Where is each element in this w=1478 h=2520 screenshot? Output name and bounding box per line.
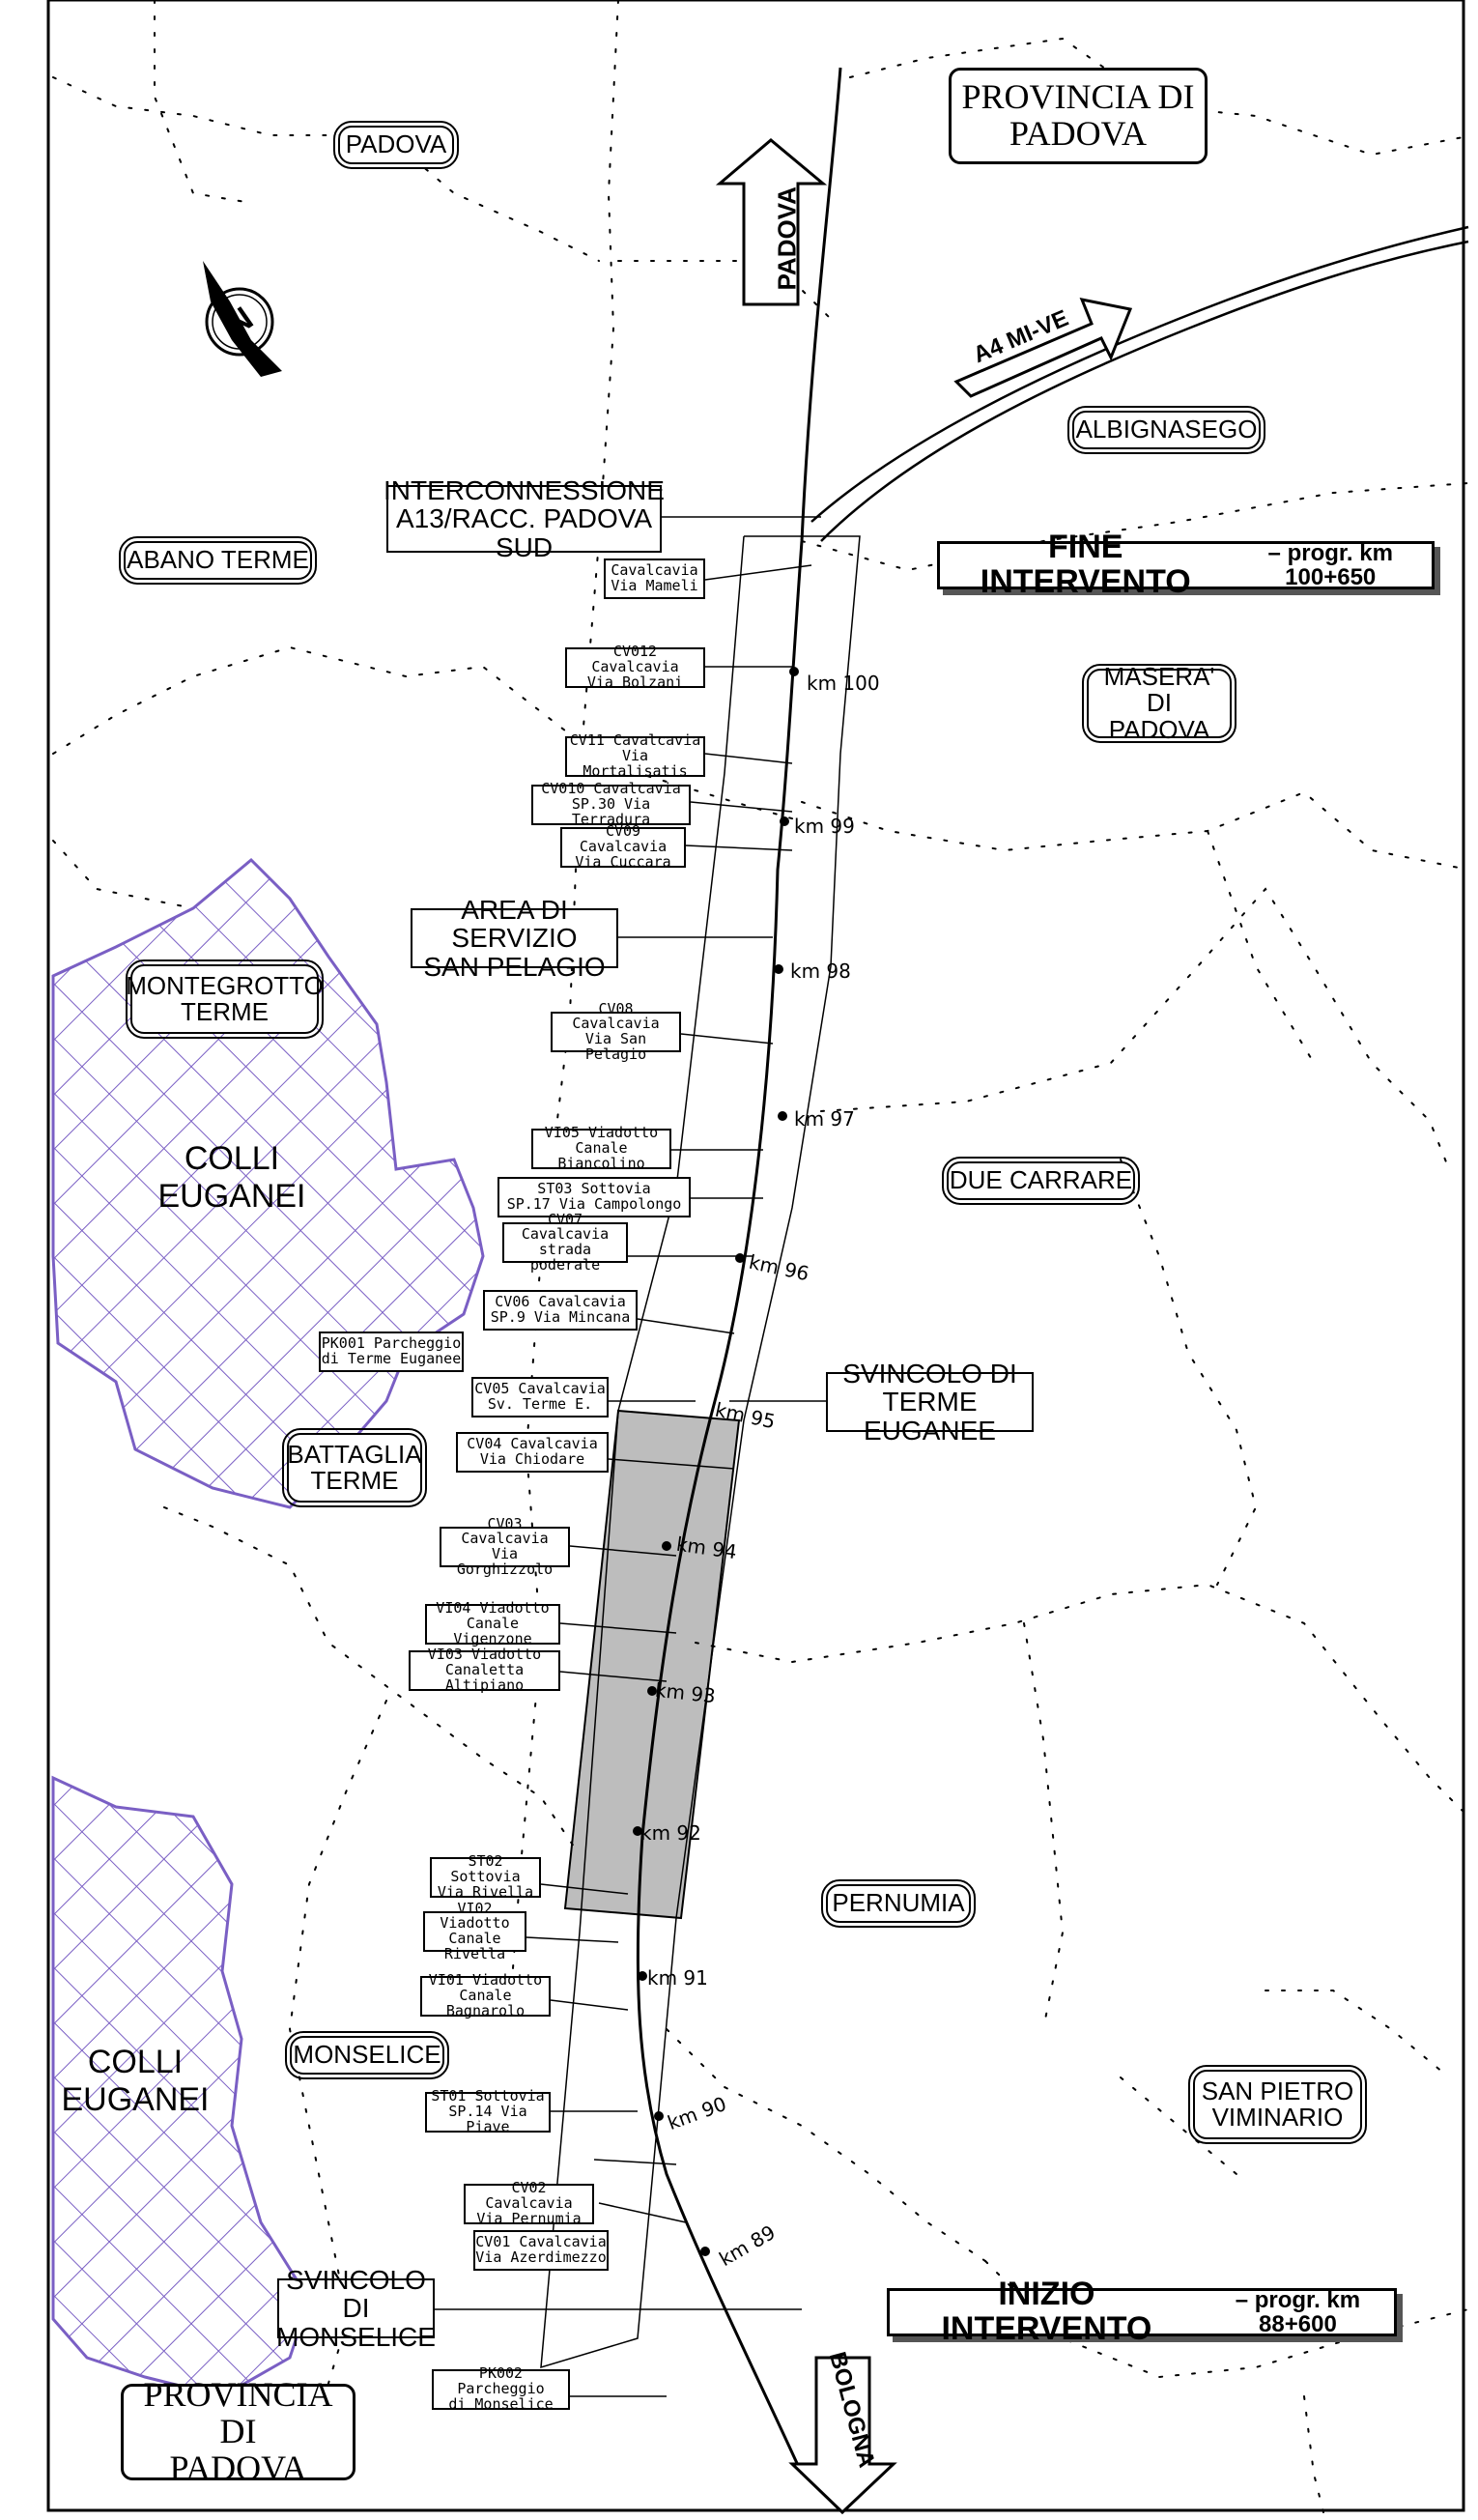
structure-label: VI03 Viadotto Canaletta Altipiano [409,1647,560,1693]
structure-label: ST03 Sottovia SP.17 Via Campolongo [497,1177,691,1217]
km-label: km 100 [807,672,880,695]
km-label: km 97 [794,1107,855,1131]
place-san-pietro-viminario: SAN PIETRO VIMINARIO [1188,2065,1367,2144]
map-frame [46,0,1465,2512]
structure-label: PK001 Parcheggio di Terme Euganee [319,1332,464,1372]
structure-label: CV03 Cavalcavia Via Gorghizzolo [440,1516,570,1577]
fine-intervento-box: FINE INTERVENTO – progr. km 100+650 [937,530,1435,599]
label-interconnessione: INTERCONNESSIONE A13/RACC. PADOVA SUD [384,474,665,562]
colli-euganei-area-bottom [51,1775,311,2398]
place-monselice: MONSELICE [285,2031,449,2079]
fine-intervento-title: FINE INTERVENTO [980,529,1191,600]
inizio-intervento-title: INIZIO INTERVENTO [941,2276,1152,2347]
place-abano-terme: ABANO TERME [119,536,317,585]
place-pernumia: PERNUMIA [821,1879,976,1928]
place-albignasego: ALBIGNASEGO [1067,406,1265,454]
label-area-servizio: AREA DI SERVIZIO SAN PELAGIO [411,896,618,981]
fine-intervento-progr: – progr. km 100+650 [1267,539,1393,590]
structure-label: CV09 Cavalcavia Via Cuccara [560,824,686,870]
area-colli-euganei-bottom: COLLI EUGANEI [61,2044,210,2119]
a4-arrow [953,297,1133,398]
km-points [633,667,799,2256]
bologna-arrow [788,2356,897,2515]
direction-label-padova: PADOVA [772,186,802,291]
structure-label: VI05 Viadotto Canale Biancolino [531,1126,671,1171]
km-label: km 92 [640,1821,701,1845]
inizio-intervento-box: INIZIO INTERVENTO – progr. km 88+600 [887,2277,1397,2346]
structure-label: CV01 Cavalcavia Via Azerdimezzo [473,2230,609,2271]
leader-lines [435,516,826,2397]
km-label: km 99 [794,815,855,838]
corridor-outline [540,535,861,2369]
structure-label: VI01 Viadotto Canale Bagnarolo [420,1973,551,2019]
structure-label: ST01 Sottovia SP.14 Via Piave [425,2089,551,2134]
label-svincolo-monselice: SVINCOLO DI MONSELICE [276,2264,436,2352]
motorway-a4-edge [810,225,1469,523]
structure-label: CV010 Cavalcavia SP.30 Via Terradura [531,782,691,827]
structure-label: CV04 Cavalcavia Via Chiodare [456,1432,609,1473]
structure-label: CV08 Cavalcavia Via San Pelagio [551,1001,681,1062]
structure-label: CV06 Cavalcavia SP.9 Via Mincana [483,1290,638,1331]
km-label: km 91 [647,1966,708,1990]
place-battaglia-terme: BATTAGLIA TERME [282,1428,427,1507]
inizio-intervento-progr: – progr. km 88+600 [1235,2286,1361,2337]
structure-label: VI02 Viadotto Canale Rivella [423,1901,526,1962]
padova-arrow [715,138,828,306]
structure-label: PK002 Parcheggio di Monselice [432,2366,570,2412]
structure-label: Cavalcavia Via Mameli [604,558,705,599]
structure-label: CV11 Cavalcavia Via Mortalisatis [565,733,705,779]
structure-label: VI04 Viadotto Canale Vigenzone [425,1601,560,1647]
place-due-carrare: DUE CARRARE [942,1157,1140,1205]
label-svincolo-terme-euganee: SVINCOLO DI TERME EUGANEE [826,1360,1034,1445]
motorway-a4 [820,240,1469,542]
north-arrow [203,261,282,377]
structure-label: CV05 Cavalcavia Sv. Terme E. [471,1377,609,1418]
structure-label: CV07 Cavalcavia strada poderale [502,1212,628,1273]
motorway-a13 [636,67,842,2475]
province-label-bottom: PROVINCIA DI PADOVA [121,2376,355,2486]
structure-label: CV02 Cavalcavia Via Pernumia [464,2181,594,2226]
province-label-top: PROVINCIA DI PADOVA [949,68,1208,164]
place-padova: PADOVA [333,121,459,169]
area-colli-euganei-top: COLLI EUGANEI [157,1140,306,1216]
structure-label: ST02 Sottovia Via Rivella [430,1854,541,1900]
structure-label: CV012 Cavalcavia Via Bolzani [565,644,705,690]
km-label: km 98 [790,959,851,983]
place-masera: MASERA' DI PADOVA [1082,663,1236,743]
place-montegrotto: MONTEGROTTO TERME [126,959,324,1039]
